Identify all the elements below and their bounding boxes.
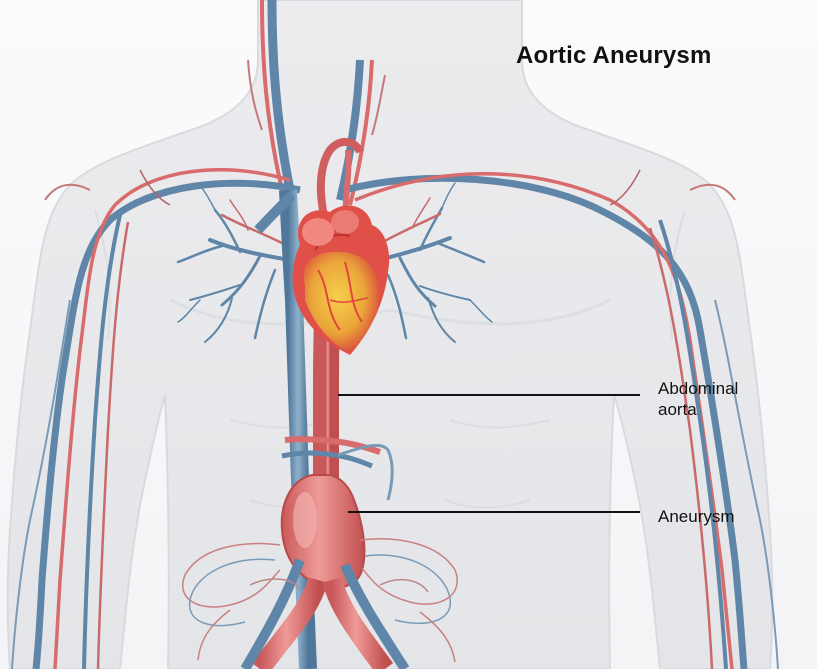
aneurysm-label: Aneurysm <box>658 506 735 527</box>
abdominal-aorta-label-line2: aorta <box>658 399 738 420</box>
body-silhouette <box>8 0 773 669</box>
abdominal-aorta-label: Abdominal aorta <box>658 378 738 420</box>
diagram-title: Aortic Aneurysm <box>516 42 712 70</box>
abdominal-aorta-label-line1: Abdominal <box>658 378 738 399</box>
